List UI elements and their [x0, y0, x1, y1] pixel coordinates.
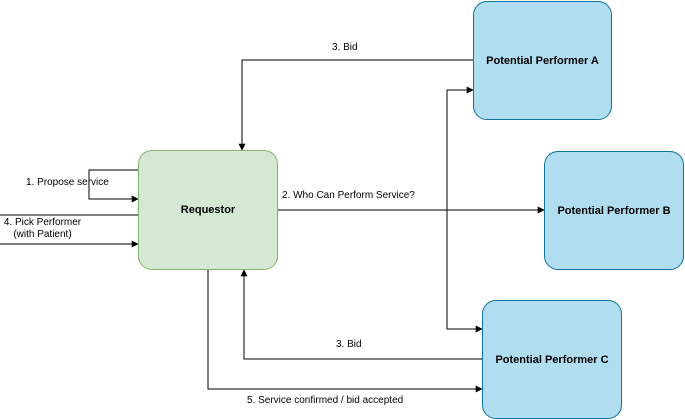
edge-bid-a — [238, 59, 473, 151]
label-bid-a: 3. Bid — [332, 42, 358, 53]
edge-service-confirmed — [207, 270, 483, 393]
node-performer-c-label: Potential Performer C — [495, 353, 609, 366]
label-propose-service: 1. Propose service — [26, 177, 109, 188]
node-performer-b[interactable]: Potential Performer B — [544, 151, 684, 270]
label-pick-performer-line1: 4. Pick Performer — [3, 217, 82, 228]
edge-broadcast-a — [446, 86, 474, 210]
edge-propose-service — [88, 169, 139, 203]
edge-bid-c — [240, 269, 482, 360]
node-requestor[interactable]: Requestor — [138, 150, 278, 270]
node-requestor-label: Requestor — [180, 204, 236, 216]
node-performer-c[interactable]: Potential Performer C — [482, 300, 622, 419]
edge-broadcast-c — [446, 210, 483, 333]
label-service-confirmed: 5. Service confirmed / bid accepted — [247, 395, 404, 406]
label-pick-performer-line2: (with Patient) — [13, 229, 72, 240]
label-pick-performer: 4. Pick Performer (with Patient) — [0, 217, 85, 241]
label-bid-c: 3. Bid — [336, 339, 362, 350]
node-performer-b-label: Potential Performer B — [557, 204, 671, 217]
node-performer-a[interactable]: Potential Performer A — [473, 1, 612, 120]
node-performer-a-label: Potential Performer A — [486, 54, 599, 67]
label-who-can-perform: 2. Who Can Perform Service? — [282, 190, 415, 201]
